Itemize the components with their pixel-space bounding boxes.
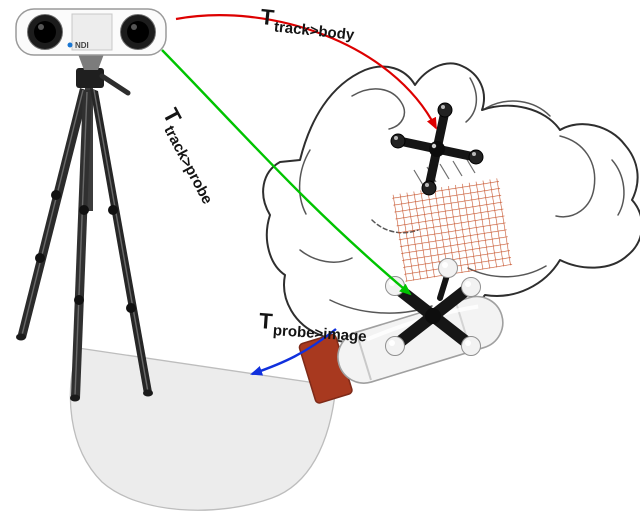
body-fold-line bbox=[298, 149, 311, 215]
body-marker-spheres bbox=[390, 102, 484, 196]
marker-sphere-highlight bbox=[465, 281, 471, 287]
body-hatch-line bbox=[452, 160, 463, 177]
tripod-leg-highlight bbox=[21, 89, 84, 336]
marker-sphere bbox=[390, 133, 406, 149]
lens-glass bbox=[127, 21, 149, 43]
marker-sphere bbox=[421, 180, 437, 196]
camera-lens-left bbox=[27, 14, 63, 50]
lens-glint bbox=[38, 24, 44, 30]
body-tracking-marker bbox=[390, 102, 484, 196]
lens-glint bbox=[131, 24, 137, 30]
tripod-lock-collar bbox=[51, 190, 61, 200]
tripod-lock-collar bbox=[79, 205, 89, 215]
marker-sphere bbox=[385, 336, 405, 356]
marker-sphere-highlight bbox=[441, 105, 445, 109]
body-hatch-line bbox=[465, 157, 476, 174]
body-hatch-line bbox=[413, 169, 424, 186]
ndi-logo-text: NDI bbox=[75, 41, 89, 50]
fan-shape bbox=[69, 347, 337, 511]
arrow-track-to-body bbox=[175, 14, 437, 130]
body-fold-line bbox=[555, 135, 596, 218]
scan-grid bbox=[391, 178, 513, 282]
tripod-lock-collar bbox=[108, 205, 118, 215]
tripod-lock-collar bbox=[74, 295, 84, 305]
marker-sphere-highlight bbox=[389, 340, 395, 346]
marker-sphere bbox=[468, 149, 484, 165]
marker-sphere-highlight bbox=[394, 136, 398, 140]
body-fold-line bbox=[299, 249, 353, 263]
tripod-leg-highlight bbox=[74, 91, 88, 397]
tripod-lock-collar bbox=[35, 253, 45, 263]
probe-marker-spheres bbox=[385, 258, 481, 356]
marker-sphere bbox=[437, 102, 453, 118]
tripod-pan-handle bbox=[99, 73, 131, 96]
camera-center-panel bbox=[71, 13, 113, 51]
lens-glass bbox=[34, 21, 56, 43]
marker-sphere-highlight bbox=[431, 143, 437, 149]
tripod-lock-collar bbox=[126, 303, 136, 313]
marker-sphere-highlight bbox=[465, 340, 471, 346]
camera-lens-right bbox=[120, 14, 156, 50]
marker-center-sphere bbox=[429, 141, 445, 157]
arrow-probe-to-image bbox=[250, 328, 337, 376]
camera-mount bbox=[78, 54, 104, 70]
ndi-logo-dot bbox=[67, 42, 73, 48]
tripod bbox=[16, 68, 153, 402]
marker-sphere bbox=[438, 258, 458, 278]
tripod-foot bbox=[70, 394, 80, 402]
body-fold-line bbox=[611, 159, 625, 216]
probe-seam bbox=[355, 333, 372, 381]
label-t-probe-image-main: T bbox=[258, 308, 274, 334]
body-fold-line bbox=[485, 100, 551, 117]
marker-sphere-highlight bbox=[425, 183, 429, 187]
tripod-leg-left bbox=[18, 88, 89, 338]
marker-sphere-highlight bbox=[442, 262, 448, 268]
scan-grid-patch bbox=[391, 178, 513, 282]
body-fold-line bbox=[467, 265, 547, 278]
tripod-foot bbox=[16, 333, 26, 341]
body-hatch-line bbox=[439, 163, 450, 180]
ultrasound-fan bbox=[69, 347, 337, 511]
probe-tracking-marker bbox=[385, 258, 481, 356]
marker-sphere-highlight bbox=[472, 152, 476, 156]
marker-center-hub bbox=[425, 308, 441, 324]
arrow-track-to-probe bbox=[161, 49, 412, 296]
tripod-foot bbox=[143, 389, 153, 397]
optical-tracker-camera: NDI bbox=[15, 8, 167, 70]
marker-sphere bbox=[461, 336, 481, 356]
body-fold-line bbox=[351, 88, 406, 130]
marker-sphere-highlight bbox=[389, 280, 395, 286]
body-fold-line bbox=[465, 77, 478, 123]
tripod-head bbox=[76, 68, 104, 88]
tripod-leg-highlight bbox=[93, 89, 149, 393]
marker-sphere bbox=[461, 277, 481, 297]
